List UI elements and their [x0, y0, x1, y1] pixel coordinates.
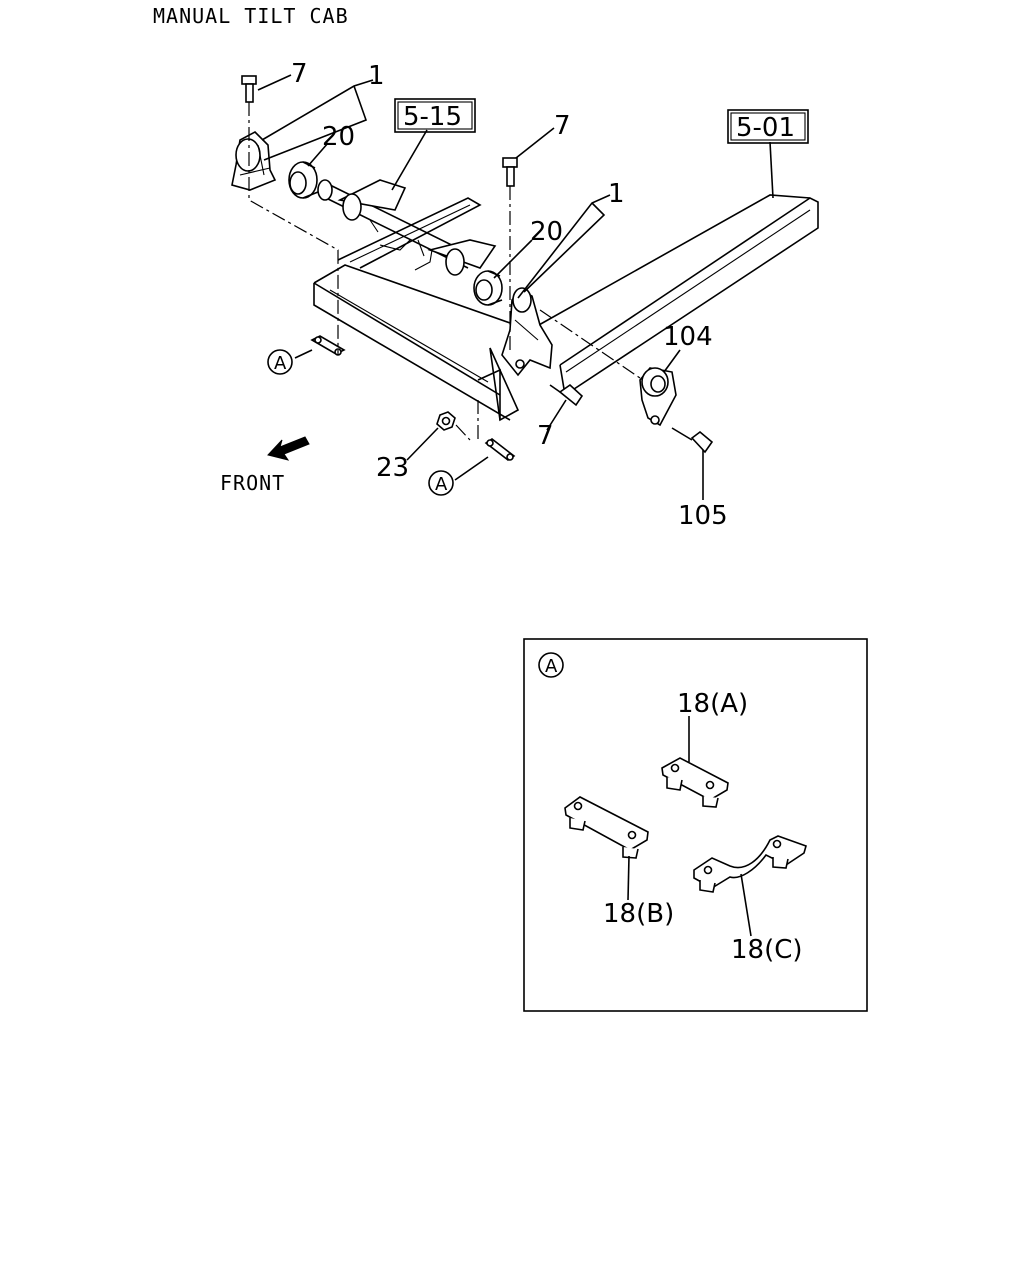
frame-side-member: [529, 194, 819, 396]
leader-lines: [257, 74, 774, 500]
left-bushing: [288, 161, 319, 199]
callout-1-left: 1: [368, 61, 385, 91]
marker-a-bottom-letter: A: [435, 474, 448, 495]
plate-18c: [693, 835, 807, 893]
label-18b: 18(B): [603, 899, 674, 929]
bolt-7-bottom: [549, 383, 584, 407]
front-arrow-icon: [267, 436, 310, 461]
left-tilt-bracket: [231, 131, 277, 191]
detail-a-marker-left[interactable]: A: [267, 349, 293, 375]
right-bushing: [473, 270, 503, 306]
leader-18c: [740, 873, 752, 937]
callout-1-right: 1: [608, 179, 625, 209]
callout-104: 104: [663, 322, 713, 352]
ref-5-01-label: 5-01: [736, 113, 795, 143]
label-18a: 18(A): [677, 689, 748, 719]
detail-a-marker-bottom[interactable]: A: [428, 470, 454, 496]
plate-18a: [661, 757, 729, 808]
callout-7-middle: 7: [554, 111, 571, 141]
tilt-shaft: [317, 179, 497, 276]
shim-bottom: [484, 438, 516, 461]
callout-20-left: 20: [322, 122, 355, 152]
bolt-105: [671, 427, 714, 454]
cab-mount-plate: [337, 197, 482, 271]
nut-23: [436, 411, 456, 431]
callout-23: 23: [376, 453, 409, 483]
shim-left: [310, 335, 346, 356]
ref-box-5-15[interactable]: 5-15: [394, 98, 476, 133]
plate-18b: [564, 796, 649, 859]
label-18c: 18(C): [731, 935, 803, 965]
callout-20-right: 20: [530, 217, 563, 247]
bolt-7-top-left: [241, 75, 257, 103]
detail-a-header-letter: A: [545, 656, 558, 677]
detail-a-panel: A 18(A) 18(B): [523, 638, 868, 1012]
front-direction-indicator: FRONT: [220, 436, 310, 495]
callout-7-top-left: 7: [291, 59, 308, 89]
stopper-bracket: [639, 367, 677, 427]
front-label: FRONT: [220, 471, 285, 495]
centerlines: [248, 102, 641, 441]
marker-a-left-letter: A: [274, 353, 287, 374]
ref-box-5-01[interactable]: 5-01: [727, 109, 809, 144]
callout-105: 105: [678, 501, 728, 531]
gusset-plate: [477, 347, 520, 422]
leader-18b: [627, 855, 630, 901]
right-tilt-bracket: [501, 287, 553, 377]
callout-7-bottom: 7: [537, 421, 554, 451]
ref-5-15-label: 5-15: [403, 102, 462, 132]
diagram-title: MANUAL TILT CAB: [153, 4, 349, 28]
detail-a-header-marker: A: [538, 652, 564, 678]
bolt-7-middle: [502, 157, 518, 187]
